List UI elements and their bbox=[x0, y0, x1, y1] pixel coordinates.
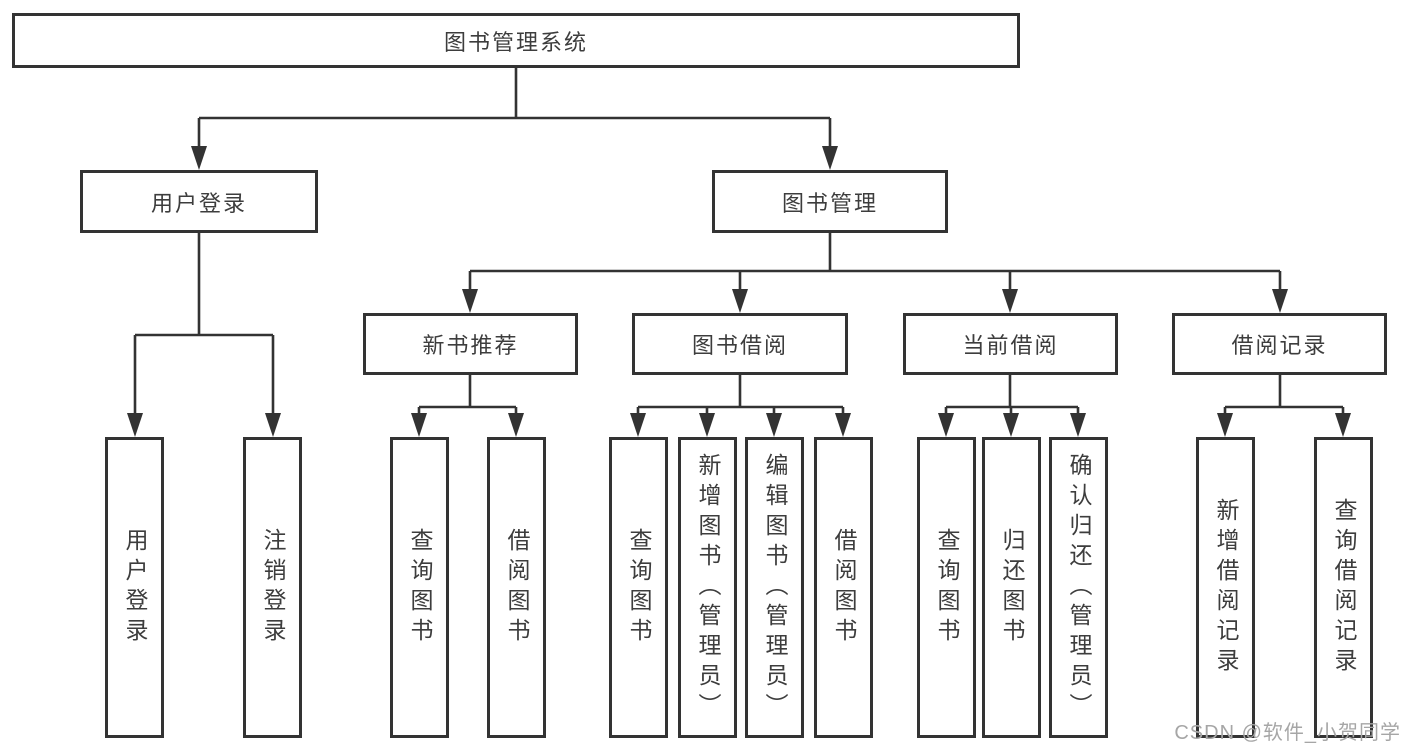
arrowhead bbox=[265, 413, 281, 437]
arrowhead bbox=[699, 413, 715, 437]
leaf-confirm-return-admin: 确认归还（管理员） bbox=[1049, 437, 1108, 738]
arrowhead bbox=[411, 413, 427, 437]
node-book-management: 图书管理 bbox=[712, 170, 948, 233]
arrowhead bbox=[630, 413, 646, 437]
node-book-borrow: 图书借阅 bbox=[632, 313, 848, 375]
arrowhead bbox=[191, 146, 207, 170]
leaf-query-books-borrow: 查询图书 bbox=[609, 437, 668, 738]
leaf-return-books: 归还图书 bbox=[982, 437, 1041, 738]
arrowhead bbox=[1217, 413, 1233, 437]
leaf-query-books-recommend: 查询图书 bbox=[390, 437, 449, 738]
arrowhead bbox=[127, 413, 143, 437]
leaf-borrow-books-recommend: 借阅图书 bbox=[487, 437, 546, 738]
arrowhead bbox=[766, 413, 782, 437]
arrowhead bbox=[1335, 413, 1351, 437]
arrowhead bbox=[835, 413, 851, 437]
arrowhead bbox=[462, 289, 478, 313]
node-borrow-records: 借阅记录 bbox=[1172, 313, 1387, 375]
arrowhead bbox=[938, 413, 954, 437]
arrowhead bbox=[1272, 289, 1288, 313]
csdn-watermark: CSDN @软件_小贺同学 bbox=[1174, 722, 1401, 744]
leaf-borrow-books: 借阅图书 bbox=[814, 437, 873, 738]
arrowhead bbox=[732, 289, 748, 313]
arrowhead bbox=[822, 146, 838, 170]
leaf-logout: 注销登录 bbox=[243, 437, 302, 738]
leaf-query-books-current: 查询图书 bbox=[917, 437, 976, 738]
leaf-query-borrow-record: 查询借阅记录 bbox=[1314, 437, 1373, 738]
arrowhead bbox=[1002, 289, 1018, 313]
arrowhead bbox=[1070, 413, 1086, 437]
leaf-edit-books-admin: 编辑图书（管理员） bbox=[745, 437, 804, 738]
node-root: 图书管理系统 bbox=[12, 13, 1020, 68]
node-new-book-recommend: 新书推荐 bbox=[363, 313, 578, 375]
arrowhead bbox=[1003, 413, 1019, 437]
leaf-user-login: 用户登录 bbox=[105, 437, 164, 738]
arrowhead bbox=[508, 413, 524, 437]
leaf-add-books-admin: 新增图书（管理员） bbox=[678, 437, 737, 738]
leaf-add-borrow-record: 新增借阅记录 bbox=[1196, 437, 1255, 738]
node-user-login: 用户登录 bbox=[80, 170, 318, 233]
node-current-borrow: 当前借阅 bbox=[903, 313, 1118, 375]
